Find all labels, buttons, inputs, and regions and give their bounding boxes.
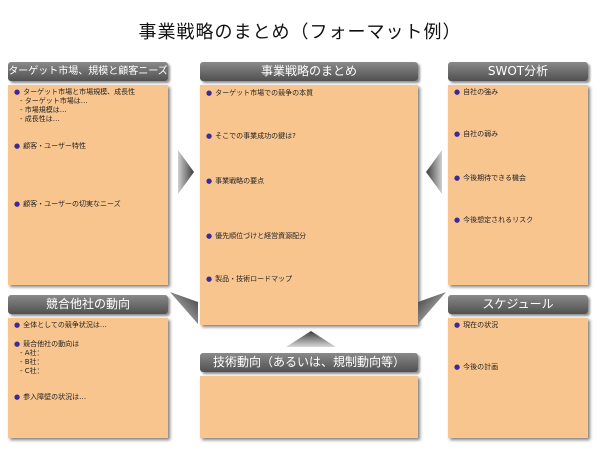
list-item: ●そこでの事業成功の鍵は? [206,132,296,140]
bullet-icon: ● [454,174,461,182]
up-arrow-icon [286,331,336,347]
list-item: ●競合他社の動向は [14,340,80,348]
diagonal-arrow-icon [170,292,198,324]
list-item: ●現在の状況 [454,321,499,329]
diagonal-arrow-icon [418,292,446,324]
competitors-panel: ●全体としての競争状況は… ●競合他社の動向は - A社： - B社： - C社… [8,318,168,438]
bullet-icon: ● [454,321,461,329]
list-item: ●製品・技術ロードマップ [206,275,293,283]
list-item: ●顧客・ユーザー特性 [14,142,86,150]
list-item: ●顧客・ユーザーの切実なニーズ [14,200,121,208]
list-item: ●自社の強み [454,88,499,96]
bullet-icon: ● [206,89,213,97]
list-item: ●ターゲット市場での競争の本質 [206,89,314,97]
sub-item: - ターゲット市場は… [20,97,88,105]
bullet-icon: ● [454,88,461,96]
target-panel-header: ターゲット市場、規模と顧客ニーズ [8,62,168,81]
bullet-icon: ● [14,340,21,348]
sub-item: - A社： [20,349,44,357]
bullet-icon: ● [206,275,213,283]
bullet-icon: ● [14,142,21,150]
target-panel: ●ターゲット市場と市場規模、成長性 - ターゲット市場は… - 市場規模は… -… [8,85,168,285]
list-item: ●ターゲット市場と市場規模、成長性 [14,88,136,96]
sub-item: - B社： [20,358,44,366]
left-arrow-icon [426,150,442,194]
schedule-panel: ●現在の状況 ●今後の計画 [448,318,588,438]
list-item: ●参入障壁の状況は… [14,393,87,401]
summary-panel-header: 事業戦略のまとめ [200,62,418,81]
list-item: ●全体としての競争状況は… [14,321,107,329]
bullet-icon: ● [14,321,21,329]
page-title: 事業戦略のまとめ（フォーマット例） [138,22,462,43]
bullet-icon: ● [14,88,21,96]
bullet-icon: ● [14,200,21,208]
list-item: ●事業戦略の要点 [206,177,265,185]
list-item: ●今後の計画 [454,363,499,371]
list-item: ●今後想定されるリスク [454,216,534,224]
bullet-icon: ● [454,216,461,224]
tech-panel-header: 技術動向（あるいは、規制動向等） [200,353,418,372]
bullet-icon: ● [14,393,21,401]
bullet-icon: ● [454,130,461,138]
bullet-icon: ● [206,232,213,240]
sub-item: - C社： [20,367,44,375]
right-arrow-icon [178,150,194,194]
list-item: ●自社の弱み [454,130,499,138]
bullet-icon: ● [454,363,461,371]
swot-panel-header: SWOT分析 [448,62,588,81]
bullet-icon: ● [206,177,213,185]
competitors-panel-header: 競合他社の動向 [8,295,168,314]
bullet-icon: ● [206,132,213,140]
tech-panel [200,376,418,438]
sub-item: - 成長性は… [20,115,60,123]
list-item: ●優先順位づけと経営資源配分 [206,232,307,240]
schedule-panel-header: スケジュール [448,295,588,314]
list-item: ●今後期待できる機会 [454,174,526,182]
sub-item: - 市場規模は… [20,106,67,114]
swot-panel: ●自社の強み ●自社の弱み ●今後期待できる機会 ●今後想定されるリスク [448,85,588,285]
summary-panel: ●ターゲット市場での競争の本質 ●そこでの事業成功の鍵は? ●事業戦略の要点 ●… [200,85,418,325]
